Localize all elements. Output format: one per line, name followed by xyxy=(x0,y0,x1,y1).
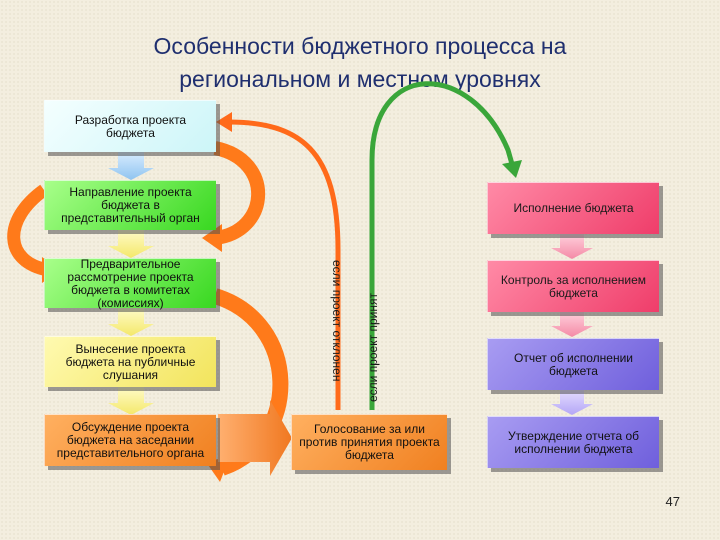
down-arrow-4 xyxy=(108,387,154,415)
arrow-to-vote xyxy=(218,400,292,476)
loop-arrow-left xyxy=(7,184,50,277)
down-arrow-3 xyxy=(108,308,154,336)
accepted-label: если проект принят xyxy=(366,293,380,402)
step-execution-report-label: Отчет об исполнении бюджета xyxy=(513,350,633,378)
title-line-2: региональном и местном уровнях xyxy=(179,66,541,92)
step-vote-label: Голосование за или против принятия проек… xyxy=(299,422,440,462)
step-execution-control: Контроль за исполнением бюджета xyxy=(487,260,659,312)
step-budget-development-label: Разработка проекта бюджета xyxy=(74,112,187,140)
step-public-hearings-label: Вынесение проекта бюджета на публичные с… xyxy=(65,341,196,382)
step-council-discussion-label: Обсуждение проекта бюджета на заседании … xyxy=(56,420,205,460)
step-report-approval-label: Утверждение отчета об исполнении бюджета xyxy=(507,428,640,456)
down-arrow-2 xyxy=(108,230,154,258)
page-number: 47 xyxy=(665,494,680,509)
step-committee-review-label: Предварительное рассмотрение проекта бюд… xyxy=(67,256,194,310)
step-execution-control-label: Контроль за исполнением бюджета xyxy=(500,272,647,300)
loop-arrow-green xyxy=(213,141,266,245)
down-arrow-right-2 xyxy=(551,312,593,337)
loop-arrow-green-head xyxy=(202,224,222,252)
rejected-arrow xyxy=(227,119,341,410)
step-budget-development: Разработка проекта бюджета xyxy=(44,100,216,152)
accepted-arrow-head xyxy=(502,160,522,178)
accepted-arrow xyxy=(369,81,515,410)
step-report-approval: Утверждение отчета об исполнении бюджета xyxy=(487,416,659,468)
step-public-hearings: Вынесение проекта бюджета на публичные с… xyxy=(44,336,216,387)
step-budget-execution: Исполнение бюджета xyxy=(487,182,659,234)
step-vote: Голосование за или против принятия проек… xyxy=(291,414,447,470)
step-send-to-council-label: Направление проекта бюджета в представит… xyxy=(61,185,200,225)
rejected-arrow-head xyxy=(216,112,232,132)
slide-title: Особенности бюджетного процесса на регио… xyxy=(40,30,680,96)
title-line-1: Особенности бюджетного процесса на xyxy=(153,33,567,59)
step-budget-execution-label: Исполнение бюджета xyxy=(513,201,634,215)
step-execution-report: Отчет об исполнении бюджета xyxy=(487,338,659,390)
rejected-label: если проект отклонен xyxy=(330,260,344,382)
step-council-discussion: Обсуждение проекта бюджета на заседании … xyxy=(44,414,216,466)
down-arrow-right-3 xyxy=(551,390,593,415)
step-send-to-council: Направление проекта бюджета в представит… xyxy=(44,180,216,230)
down-arrow-1 xyxy=(108,152,154,180)
down-arrow-right-1 xyxy=(551,234,593,259)
step-committee-review: Предварительное рассмотрение проекта бюд… xyxy=(44,256,216,310)
